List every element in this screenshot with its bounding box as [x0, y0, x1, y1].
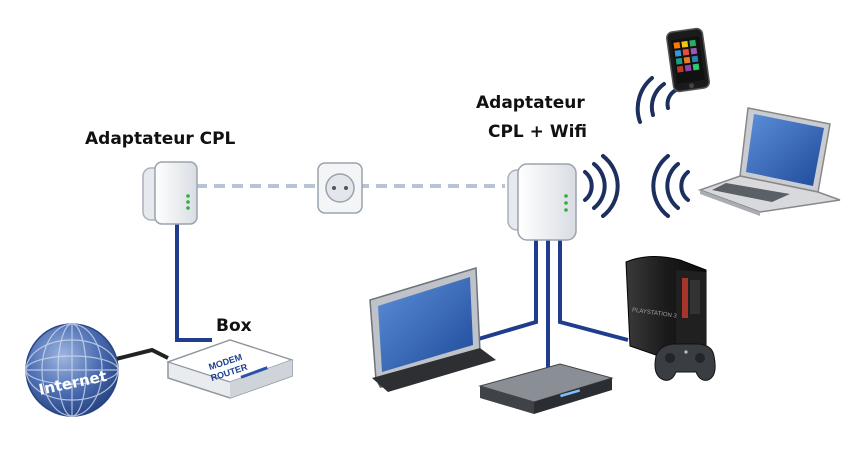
set-top-box-icon: [478, 363, 614, 414]
label-adapter-cpl: Adaptateur CPL: [85, 129, 236, 149]
cable-adapter-to-box: [175, 218, 212, 342]
internet-globe-icon: Internet: [25, 323, 119, 417]
smartphone-icon: [666, 27, 710, 93]
laptop-icon: [697, 107, 841, 216]
powerline-adapter: [142, 161, 198, 225]
powerline-wifi-adapter: [507, 163, 577, 241]
tv-icon: [369, 267, 496, 392]
label-box: Box: [216, 316, 252, 336]
cable-adapter-to-tv: [474, 240, 538, 342]
modem-router: MODEM ROUTER: [166, 339, 294, 399]
cable-internet-to-box: [111, 347, 169, 362]
game-console-icon: PLAYSTATION 3: [625, 256, 707, 363]
label-adapter-wifi-line1: Adaptateur: [476, 93, 585, 113]
wifi-waves-adapter: [583, 154, 620, 218]
cable-adapter-to-console: [558, 240, 629, 342]
gamepad-icon: [654, 343, 716, 381]
label-adapter-wifi-line2: CPL + Wifi: [488, 122, 587, 142]
wifi-waves-laptop: [651, 154, 690, 218]
wifi-waves-phone: [635, 76, 678, 124]
wall-socket: [317, 162, 363, 214]
